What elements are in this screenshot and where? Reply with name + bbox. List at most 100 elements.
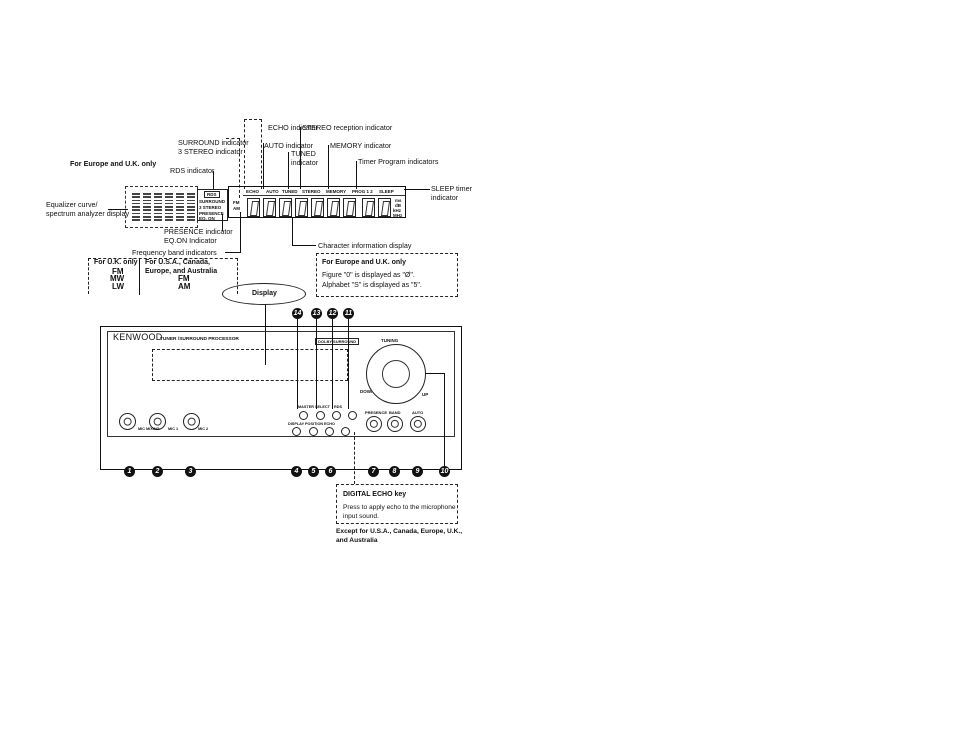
unit-ms-tag: ms [395,198,402,203]
master-button[interactable] [299,411,308,420]
echo-key-box [336,484,458,524]
tuned-tag: TUNED [282,189,298,194]
position-label: POSITION [305,422,324,426]
callout-2: 2 [152,466,163,477]
memory-indicator-label: MEMORY indicator [330,141,392,150]
sleep-button[interactable] [341,427,350,436]
display-callout-leader [265,305,266,365]
tuning-label: TUNING [381,338,399,343]
leader-10-h [425,373,445,374]
band-label: BAND [389,410,401,415]
eqon-tag: EQ. ON [199,216,215,221]
echo-key-line1: Press to apply echo to the microphone [343,504,456,511]
char-note-box [316,253,458,297]
fm-tag: FM [233,200,240,205]
freq-leader-v [240,212,241,252]
char-display-frame [228,186,406,218]
leader-10-v [444,373,445,466]
europe-uk-only-label: For Europe and U.K. only [70,159,157,168]
echo-tag: ECHO [246,189,260,194]
unit-mhz-tag: MHz [393,213,403,218]
callout-11: 11 [343,308,354,319]
char-note-line1: Figure "0" is displayed as "Ø". [322,272,415,279]
sleep-timer-label-2: indicator [431,193,459,202]
tuning-knob[interactable] [366,344,426,404]
mic-mixing-label: MIC MIXING [138,427,160,431]
mic1-label: MIC 1 [168,427,179,431]
leader-14 [297,319,298,409]
callout-9: 9 [412,466,423,477]
char-segment-2 [263,198,276,217]
digital-echo-button[interactable] [325,427,334,436]
echo-dashed-leader [244,119,262,189]
stereo-leader [300,127,301,189]
indicator-box [197,189,228,221]
auto-label: AUTO [412,410,424,415]
presence-knob[interactable] [366,416,382,432]
extra-button[interactable] [348,411,357,420]
rds-button[interactable] [332,411,341,420]
rds-leader [213,171,214,189]
leader-11 [348,319,349,409]
down-label: DOWN [360,389,375,394]
presence-tag: PRESENCE [199,211,224,216]
top-indicator-strip [243,187,405,196]
unit-db-tag: dB [395,203,401,208]
unit-khz-tag: kHz [393,208,402,213]
sleep-timer-label-1: SLEEP timer [431,184,473,193]
auto-indicator-label: AUTO indicator [264,141,313,150]
device-body [100,326,462,470]
auto-knob[interactable] [410,416,426,432]
auto-tag: AUTO [266,189,279,194]
echo-except-line2: and Australia [336,537,378,544]
callout-14: 14 [292,308,303,319]
presence-label: PRESENCE [365,410,388,415]
select-label: SELECT [315,405,330,409]
callout-5: 5 [308,466,319,477]
uk-band-mw: MW [110,274,125,283]
char-segment-5 [311,198,324,217]
mic1-knob[interactable] [183,413,200,430]
up-label: UP [422,392,429,397]
callout-12: 12 [327,308,338,319]
callout-10: 10 [439,466,450,477]
uk-band-title: For U.K. only [94,259,138,266]
equalizer-label-2: spectrum analyzer display [46,209,130,218]
char-segment-8 [362,198,375,217]
display-callout-ellipse [222,283,306,305]
dolby-badge: DOLBY SURROUND [315,338,360,345]
tuned-label-1: TUNED [291,149,316,158]
callout-13: 13 [311,308,322,319]
auto-leader [263,143,264,189]
master-label: MASTER [298,405,315,409]
char-segment-7 [343,198,356,217]
band-knob[interactable] [387,416,403,432]
device-display-window [152,349,348,381]
device-inner-frame [107,331,455,437]
presence-leader [222,214,223,231]
char-leader-h [292,245,316,246]
uk-band-fm: FM [112,267,124,276]
leader-12 [332,319,333,409]
char-segment-9 [378,198,391,217]
rds-tag: RDS [204,191,220,198]
three-stereo-label: 3 STEREO indicator [178,147,243,156]
other-band-am: AM [178,282,191,291]
echo-except-line1: Except for U.S.A., Canada, Europe, U.K., [336,528,463,535]
select-button[interactable] [316,411,325,420]
stereo-tag: STEREO [302,189,321,194]
char-segment-4 [295,198,308,217]
freq-leader-h [225,252,241,253]
position-button[interactable] [309,427,318,436]
display-button[interactable] [292,427,301,436]
character-info-label: Character information display [318,241,412,250]
mic-mixing-knob[interactable] [149,413,166,430]
surround-tag: SURROUND [199,199,226,204]
surround-indicator-label: SURROUND indicator [178,138,249,147]
timer-leader [356,161,357,189]
memory-tag: MEMORY [326,189,347,194]
echo-key-line2: input sound. [343,513,379,520]
equalizer-label-1: Equalizer curve/ [46,200,98,209]
sleep-tag: SLEEP [379,189,394,194]
power-knob[interactable] [119,413,136,430]
